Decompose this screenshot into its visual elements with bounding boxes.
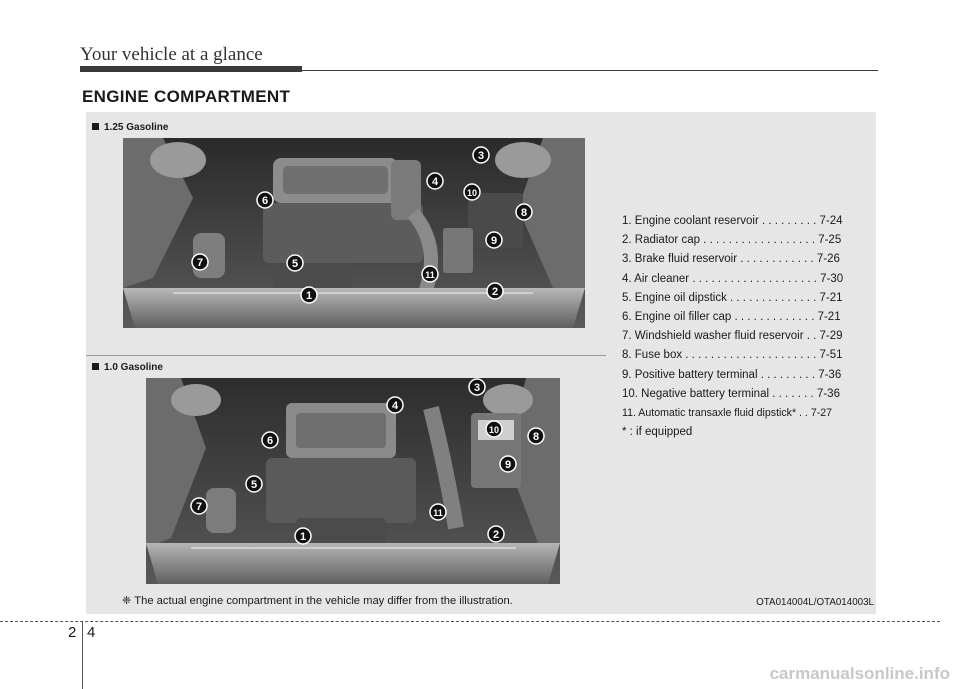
- callout-badge: 8: [515, 203, 533, 221]
- callout-badge: 9: [485, 231, 503, 249]
- footer-vertical-rule: [82, 622, 83, 689]
- svg-text:7: 7: [197, 257, 203, 269]
- engine-illustration-1-25: [123, 138, 585, 328]
- legend-item: 7. Windshield washer fluid reservoir . .…: [622, 330, 843, 343]
- svg-text:2: 2: [493, 529, 499, 541]
- footer-dashed-rule: [0, 621, 940, 622]
- svg-text:5: 5: [251, 479, 257, 491]
- callout-badge: 2: [487, 525, 505, 543]
- svg-text:9: 9: [491, 235, 497, 247]
- header-rule-thick: [80, 66, 302, 72]
- svg-text:8: 8: [521, 207, 527, 219]
- legend-footnote: * : if equipped: [622, 426, 693, 439]
- legend-item: 2. Radiator cap . . . . . . . . . . . . …: [622, 234, 842, 247]
- svg-text:11: 11: [433, 508, 443, 518]
- svg-text:11: 11: [425, 270, 435, 280]
- svg-text:9: 9: [505, 459, 511, 471]
- page-number: 4: [87, 624, 96, 641]
- bullet-square-icon: [92, 363, 99, 370]
- callout-badge: 9: [499, 455, 517, 473]
- watermark: carmanualsonline.info: [769, 664, 950, 683]
- page-header-title: Your vehicle at a glance: [80, 44, 263, 65]
- legend-item: 4. Air cleaner . . . . . . . . . . . . .…: [622, 272, 844, 285]
- figure-divider: [86, 355, 606, 356]
- callout-badge: 1: [294, 527, 312, 545]
- callout-badge: 8: [527, 427, 545, 445]
- image-code: OTA014004L/OTA014003L: [756, 597, 874, 608]
- callout-badge: 5: [286, 254, 304, 272]
- svg-text:7: 7: [196, 501, 202, 513]
- callout-badge: 1: [300, 286, 318, 304]
- callout-badge: 7: [191, 253, 209, 271]
- callout-badge: 6: [256, 191, 274, 209]
- svg-text:10: 10: [467, 188, 477, 198]
- svg-text:6: 6: [262, 195, 268, 207]
- legend-item: 1. Engine coolant reservoir . . . . . . …: [622, 215, 843, 227]
- callout-badge: 3: [468, 378, 486, 396]
- callout-badge: 10: [485, 420, 503, 438]
- header-rule-thin: [302, 70, 878, 71]
- callout-badges-1-25: 1 2 3 4 5 6 7 8 9 10 11: [191, 146, 533, 304]
- svg-text:5: 5: [292, 258, 298, 270]
- variant-label-1-0: 1.0 Gasoline: [92, 362, 163, 373]
- callout-badge: 2: [486, 282, 504, 300]
- svg-text:10: 10: [489, 425, 499, 435]
- svg-text:6: 6: [267, 435, 273, 447]
- callout-badge: 7: [190, 497, 208, 515]
- illustration-note: ❈ The actual engine compartment in the v…: [122, 595, 513, 607]
- callout-badge: 5: [245, 475, 263, 493]
- svg-text:4: 4: [432, 176, 439, 188]
- callout-badge: 6: [261, 431, 279, 449]
- legend-item: 10. Negative battery terminal . . . . . …: [622, 387, 840, 400]
- engine-illustration-1-0: [146, 378, 560, 584]
- svg-text:3: 3: [474, 382, 480, 394]
- svg-text:3: 3: [478, 150, 484, 162]
- svg-text:1: 1: [300, 531, 306, 543]
- svg-text:4: 4: [392, 400, 399, 412]
- component-legend: 1. Engine coolant reservoir . . . . . . …: [622, 212, 843, 442]
- callout-badge: 10: [463, 183, 481, 201]
- callout-badge: 4: [386, 396, 404, 414]
- callout-badge: 3: [472, 146, 490, 164]
- legend-item: 3. Brake fluid reservoir . . . . . . . .…: [622, 253, 840, 266]
- callout-badge: 11: [421, 265, 439, 283]
- page-chapter-number: 2: [68, 624, 77, 641]
- legend-item: 5. Engine oil dipstick . . . . . . . . .…: [622, 291, 843, 304]
- svg-text:2: 2: [492, 286, 498, 298]
- callout-badge: 11: [429, 503, 447, 521]
- bullet-square-icon: [92, 123, 99, 130]
- svg-text:1: 1: [306, 290, 312, 302]
- svg-text:8: 8: [533, 431, 539, 443]
- variant-label-1-25: 1.25 Gasoline: [92, 122, 168, 133]
- section-title: ENGINE COMPARTMENT: [82, 87, 291, 106]
- callout-badge: 4: [426, 172, 444, 190]
- legend-item: 6. Engine oil filler cap . . . . . . . .…: [622, 311, 841, 324]
- legend-item: 9. Positive battery terminal . . . . . .…: [622, 368, 842, 381]
- legend-item: 11. Automatic transaxle fluid dipstick* …: [622, 407, 833, 420]
- legend-item: 8. Fuse box . . . . . . . . . . . . . . …: [622, 349, 843, 362]
- callout-badges-1-0: 1 2 3 4 5 6 7 8 9 10 11: [190, 378, 545, 545]
